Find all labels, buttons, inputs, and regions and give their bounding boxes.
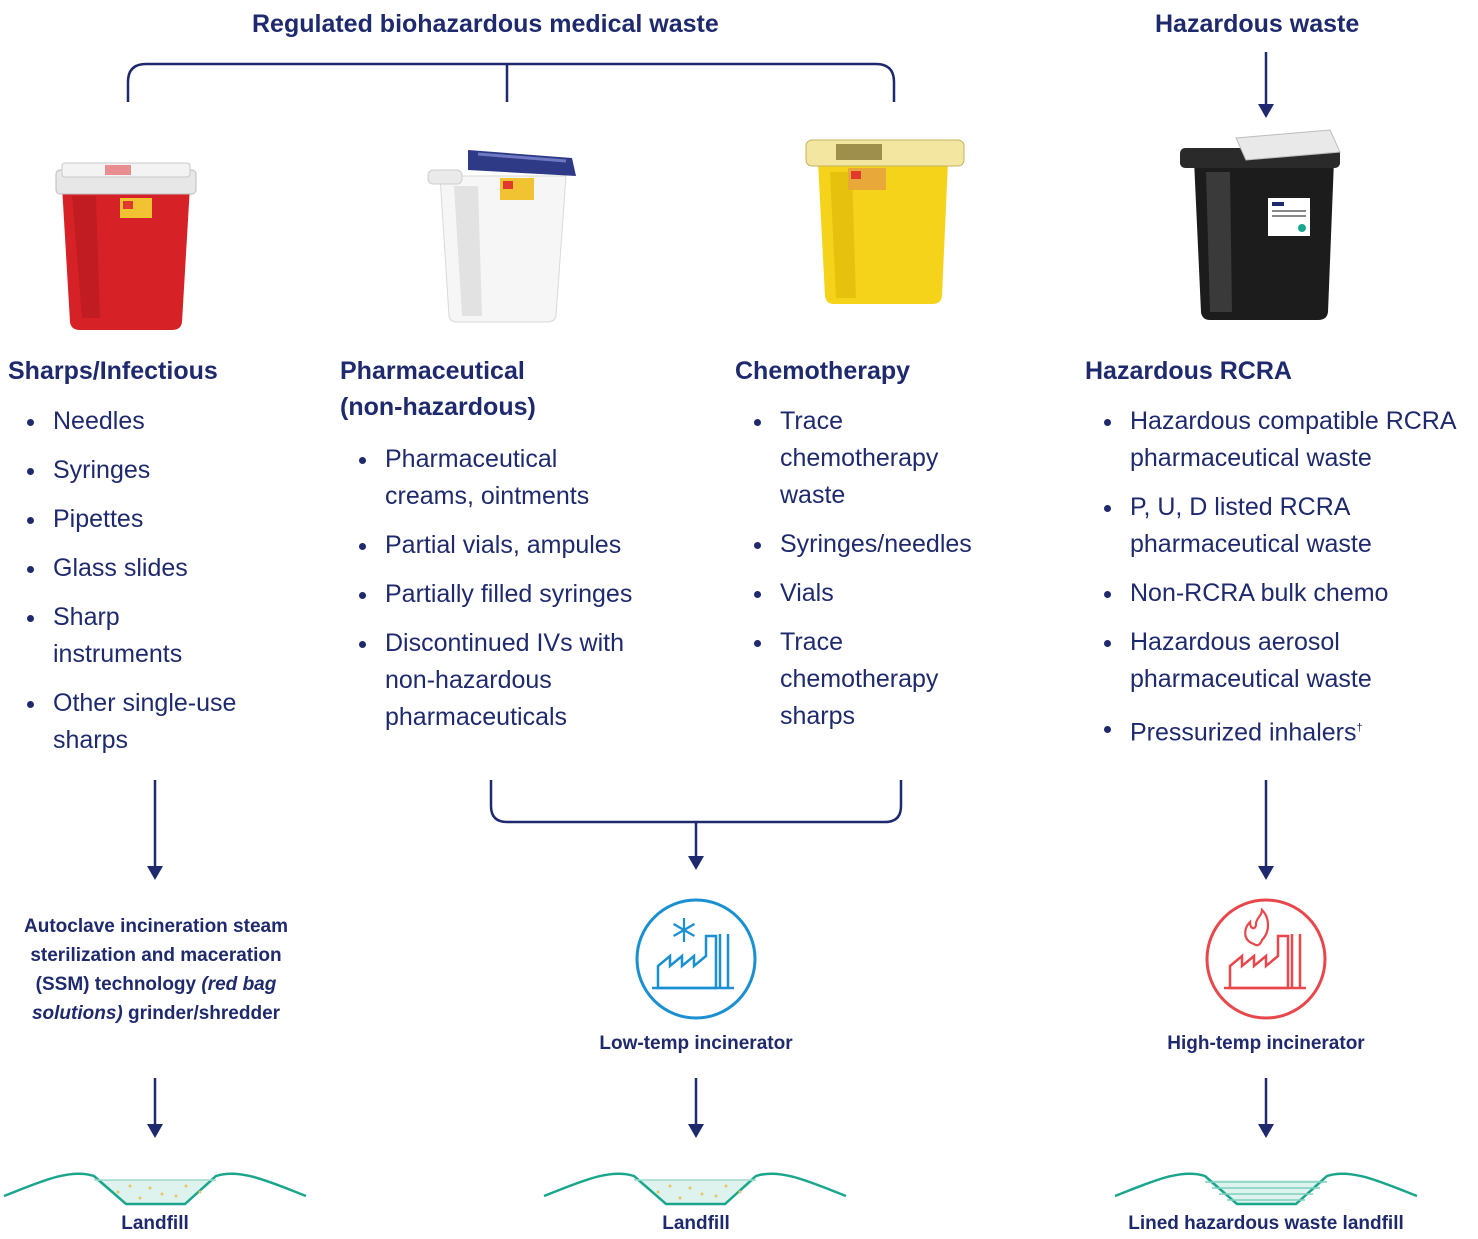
list-item: Other single-use sharps: [8, 685, 268, 759]
list-item: Trace chemotherapy waste: [735, 403, 960, 514]
rcra-container-image: [1180, 129, 1341, 320]
rcra-to-process-arrow: [1258, 780, 1274, 880]
list-item-text: Pressurized inhalers: [1130, 718, 1357, 747]
lined-landfill-label: Lined hazardous waste landfill: [1128, 1213, 1404, 1234]
sharps-container-image: [55, 162, 197, 330]
low-temp-to-landfill-arrow: [688, 1078, 704, 1138]
low-temp-incinerator-icon: [635, 898, 757, 1020]
low-temp-arrow: [688, 822, 704, 870]
landfill-graphic-2: [543, 1172, 847, 1206]
pharmaceutical-title: Pharmaceutical (non-hazardous): [340, 357, 536, 421]
chemotherapy-list: Trace chemotherapy waste Syringes/needle…: [735, 403, 995, 747]
low-temp-incinerator-label: Low-temp incinerator: [599, 1033, 793, 1054]
high-temp-incinerator-label: High-temp incinerator: [1167, 1033, 1365, 1054]
landfill-label-2: Landfill: [662, 1213, 730, 1234]
list-item: Syringes/needles: [735, 526, 995, 563]
landfill-graphic-1: [3, 1172, 307, 1206]
list-item: Hazardous compatible RCRA pharmaceutical…: [1085, 403, 1470, 477]
sharps-to-process-arrow: [147, 780, 163, 880]
dagger-footnote-mark: †: [1356, 722, 1363, 734]
high-temp-incinerator-icon: [1205, 898, 1327, 1020]
list-item: Non-RCRA bulk chemo: [1085, 575, 1470, 612]
list-item: Discontinued IVs with non-hazardous phar…: [340, 625, 630, 736]
list-item: Pharmaceutical creams, ointments: [340, 441, 625, 515]
low-temp-bracket: [489, 780, 903, 824]
chemotherapy-container-image: [805, 139, 965, 304]
list-item: Needles: [8, 403, 278, 440]
hazardous-down-arrow: [1258, 52, 1274, 118]
list-item: Partial vials, ampules: [340, 527, 660, 564]
hazardous-rcra-title: Hazardous RCRA: [1085, 357, 1292, 385]
list-item: Pressurized inhalers†: [1085, 710, 1470, 751]
regulated-waste-header: Regulated biohazardous medical waste: [252, 10, 719, 38]
pharmaceutical-list: Pharmaceutical creams, ointments Partial…: [340, 441, 660, 748]
list-item: Syringes: [8, 452, 278, 489]
regulated-bracket: [126, 62, 896, 102]
sharps-infectious-title: Sharps/Infectious: [8, 357, 218, 385]
list-item: Trace chemotherapy sharps: [735, 624, 960, 735]
list-item: Vials: [735, 575, 995, 612]
high-temp-to-landfill-arrow: [1258, 1078, 1274, 1138]
list-item: Hazardous aerosol pharmaceutical waste: [1085, 624, 1450, 698]
list-item: P, U, D listed RCRA pharmaceutical waste: [1085, 489, 1450, 563]
list-item: Glass slides: [8, 550, 278, 587]
sharps-infectious-list: Needles Syringes Pipettes Glass slides S…: [8, 403, 278, 771]
hazardous-rcra-list: Hazardous compatible RCRA pharmaceutical…: [1085, 403, 1470, 763]
list-item: Sharp instruments: [8, 599, 213, 673]
list-item: Pipettes: [8, 501, 278, 538]
list-item: Partially filled syringes: [340, 576, 660, 613]
chemotherapy-title: Chemotherapy: [735, 357, 911, 385]
landfill-graphic-3: [1114, 1172, 1418, 1206]
sharps-to-landfill-arrow: [147, 1078, 163, 1138]
landfill-label-1: Landfill: [121, 1213, 189, 1234]
hazardous-waste-header: Hazardous waste: [1155, 10, 1360, 38]
pharmaceutical-container-image: [427, 150, 576, 323]
sharps-process-text: Autoclave incineration steam sterilizati…: [24, 916, 288, 1024]
